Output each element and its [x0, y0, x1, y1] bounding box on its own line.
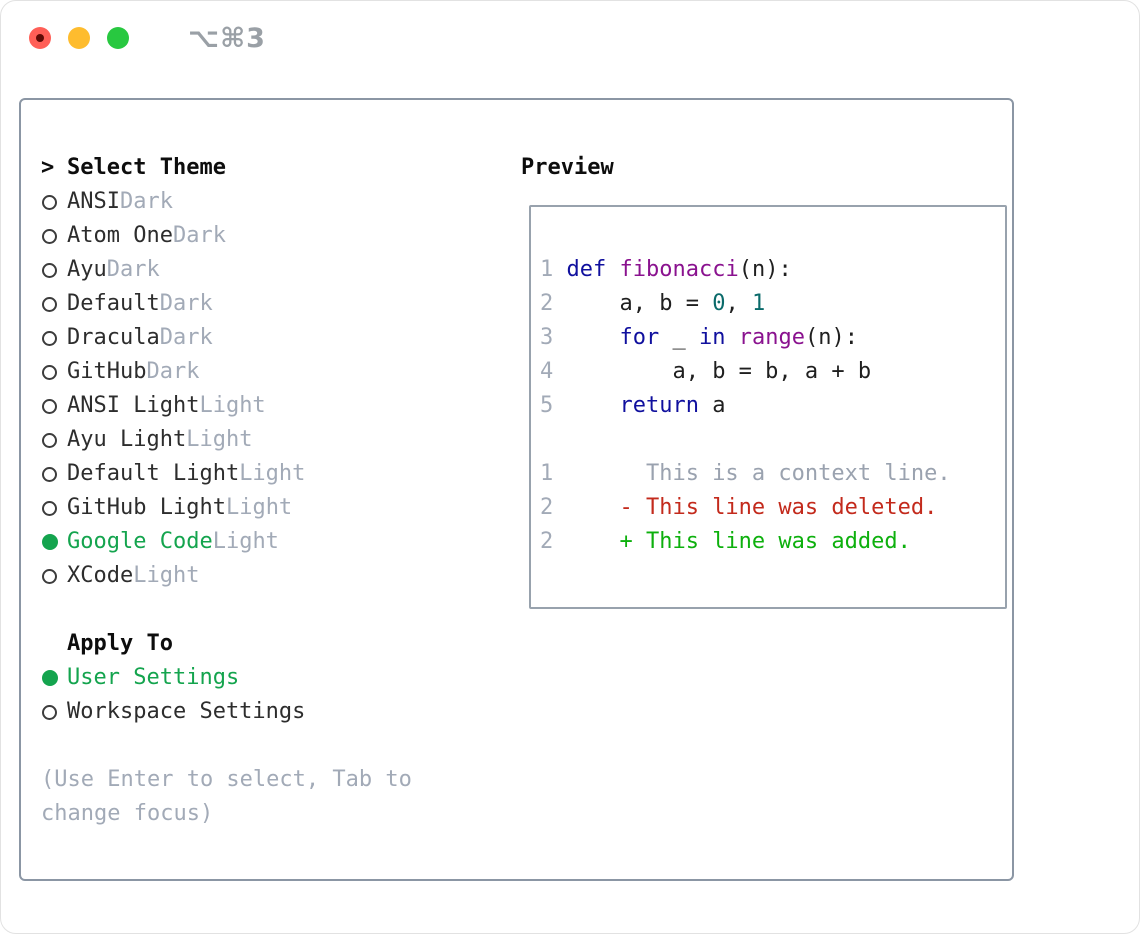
- theme-name: Google Code: [67, 529, 213, 554]
- spacer: [41, 729, 491, 763]
- line-number: 2: [540, 495, 554, 520]
- theme-option[interactable]: Default Light Light: [41, 457, 491, 491]
- apply-to-option-label: Workspace Settings: [67, 699, 306, 724]
- line-number: 3: [540, 325, 554, 350]
- radio-icon: [41, 432, 67, 448]
- theme-option[interactable]: Default Dark: [41, 287, 491, 321]
- help-text: (Use Enter to select, Tab to change focu…: [41, 763, 491, 831]
- preview-line: 2 a, b = 0, 1: [540, 287, 1005, 321]
- theme-variant: Dark: [159, 325, 213, 350]
- titlebar: ⌥⌘3: [1, 1, 1139, 75]
- apply-to-option[interactable]: User Settings: [41, 661, 491, 695]
- radio-selected-icon: [41, 670, 67, 686]
- theme-name: Ayu Light: [67, 427, 187, 452]
- preview-column: Preview 1 def fibonacci(n):2 a, b = 0, 1…: [519, 151, 1007, 609]
- theme-variant: Light: [225, 495, 293, 520]
- radio-icon: [41, 568, 67, 584]
- radio-icon: [41, 364, 67, 380]
- theme-name: ANSI Light: [67, 393, 200, 418]
- theme-option[interactable]: Google Code Light: [41, 525, 491, 559]
- theme-name: Default: [67, 291, 160, 316]
- theme-name: XCode: [67, 563, 134, 588]
- radio-icon: [41, 330, 67, 346]
- theme-variant: Light: [133, 563, 200, 588]
- theme-variant: Light: [186, 427, 253, 452]
- help-text-line: (Use Enter to select, Tab to: [41, 767, 412, 792]
- spacer: [41, 593, 491, 627]
- preview-line: 1 def fibonacci(n):: [540, 253, 1005, 287]
- theme-name: ANSI: [67, 189, 120, 214]
- radio-icon: [41, 704, 67, 720]
- preview-line: [540, 423, 1005, 457]
- line-number: 4: [540, 359, 554, 384]
- radio-icon: [41, 194, 67, 210]
- select-theme-header: Select Theme: [67, 155, 226, 180]
- radio-icon: [41, 228, 67, 244]
- theme-option[interactable]: Atom One Dark: [41, 219, 491, 253]
- preview-line: 1 This is a context line.: [540, 457, 1005, 491]
- preview-line: 2 + This line was added.: [540, 525, 1005, 559]
- radio-icon: [41, 262, 67, 278]
- radio-icon: [41, 296, 67, 312]
- theme-option[interactable]: GitHub Light Light: [41, 491, 491, 525]
- theme-name: Default Light: [67, 461, 240, 486]
- radio-icon: [41, 398, 67, 414]
- apply-to-option-label: User Settings: [67, 665, 240, 690]
- close-dot-icon: [36, 34, 44, 42]
- theme-name: Atom One: [67, 223, 173, 248]
- theme-option[interactable]: ANSI Light Light: [41, 389, 491, 423]
- theme-name: Ayu: [67, 257, 107, 282]
- apply-to-header-row: Apply To: [41, 627, 491, 661]
- theme-variant: Dark: [106, 257, 160, 282]
- theme-variant: Dark: [159, 291, 213, 316]
- radio-selected-icon: [41, 534, 67, 550]
- theme-variant: Light: [239, 461, 306, 486]
- theme-variant: Light: [199, 393, 266, 418]
- preview-line: 4 a, b = b, a + b: [540, 355, 1005, 389]
- theme-variant: Dark: [172, 223, 226, 248]
- theme-option[interactable]: Ayu Light Light: [41, 423, 491, 457]
- theme-name: Dracula: [67, 325, 160, 350]
- cursor-icon: >: [41, 155, 55, 180]
- theme-option[interactable]: XCode Light: [41, 559, 491, 593]
- zoom-button[interactable]: [107, 27, 129, 49]
- theme-variant: Dark: [119, 189, 173, 214]
- apply-to-header: Apply To: [67, 631, 173, 656]
- theme-variant: Dark: [146, 359, 200, 384]
- help-text-line: change focus): [41, 801, 214, 826]
- line-number: 1: [540, 461, 554, 486]
- line-number: 5: [540, 393, 554, 418]
- preview-line: 2 - This line was deleted.: [540, 491, 1005, 525]
- theme-option[interactable]: ANSI Dark: [41, 185, 491, 219]
- line-number: 2: [540, 291, 554, 316]
- theme-name: GitHub Light: [67, 495, 226, 520]
- theme-name: GitHub: [67, 359, 147, 384]
- theme-option[interactable]: GitHub Dark: [41, 355, 491, 389]
- minimize-button[interactable]: [68, 27, 90, 49]
- apply-to-option[interactable]: Workspace Settings: [41, 695, 491, 729]
- preview-line: 3 for _ in range(n):: [540, 321, 1005, 355]
- theme-variant: Light: [212, 529, 279, 554]
- theme-option[interactable]: Ayu Dark: [41, 253, 491, 287]
- close-button[interactable]: [29, 27, 51, 49]
- theme-option[interactable]: Dracula Dark: [41, 321, 491, 355]
- preview-line: 5 return a: [540, 389, 1005, 423]
- radio-icon: [41, 466, 67, 482]
- select-theme-header-row: > Select Theme: [41, 151, 491, 185]
- window-title: ⌥⌘3: [188, 22, 266, 54]
- line-number: 2: [540, 529, 554, 554]
- radio-icon: [41, 500, 67, 516]
- line-number: 1: [540, 257, 554, 282]
- preview-header: Preview: [521, 155, 614, 180]
